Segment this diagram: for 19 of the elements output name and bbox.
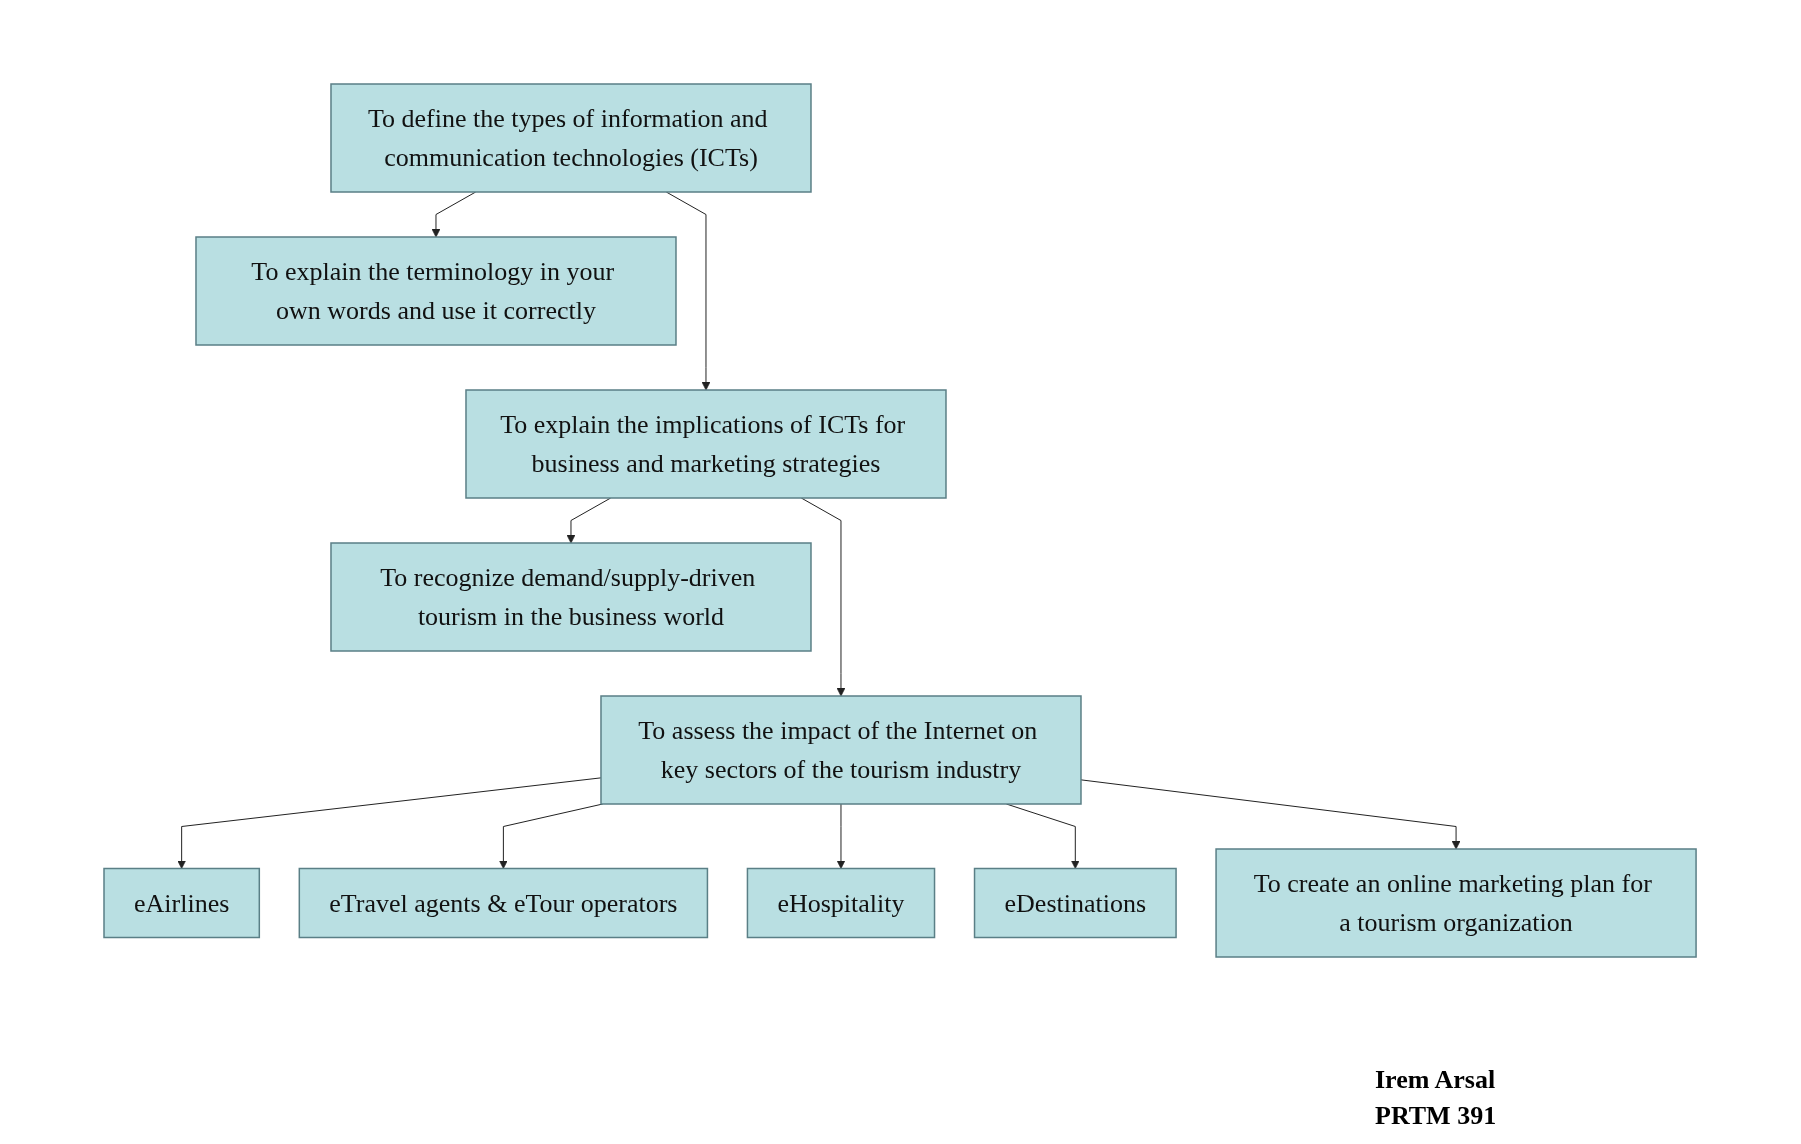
node-box: To assess the impact of the Internet on key sectors of the tourism industry bbox=[600, 694, 1083, 805]
arrow bbox=[567, 497, 612, 543]
node-box: eAirlines bbox=[103, 867, 261, 938]
arrow bbox=[177, 776, 602, 869]
arrow bbox=[432, 191, 477, 237]
arrow bbox=[801, 497, 846, 696]
node-box: eTravel agents & eTour operators bbox=[299, 867, 709, 938]
arrow bbox=[666, 191, 711, 390]
node-box: To recognize demand/supply-driven tourism in the business world bbox=[330, 541, 813, 652]
node-box: To explain the terminology in your own words and use it correctly bbox=[195, 235, 678, 346]
node-box: To create an online marketing plan for a tourism organization bbox=[1215, 847, 1698, 958]
node-box: To define the types of information and communication technologies (ICTs) bbox=[330, 82, 813, 193]
node-box: To explain the implications of ICTs for business and marketing strategies bbox=[465, 388, 948, 499]
node-box: eDestinations bbox=[974, 867, 1178, 938]
note-text: Irem Arsal bbox=[1375, 1064, 1496, 1096]
arrow bbox=[1006, 803, 1081, 869]
node-box: eHospitality bbox=[747, 867, 936, 938]
arrow bbox=[837, 803, 846, 869]
note-text: PRTM 391 bbox=[1375, 1100, 1497, 1133]
